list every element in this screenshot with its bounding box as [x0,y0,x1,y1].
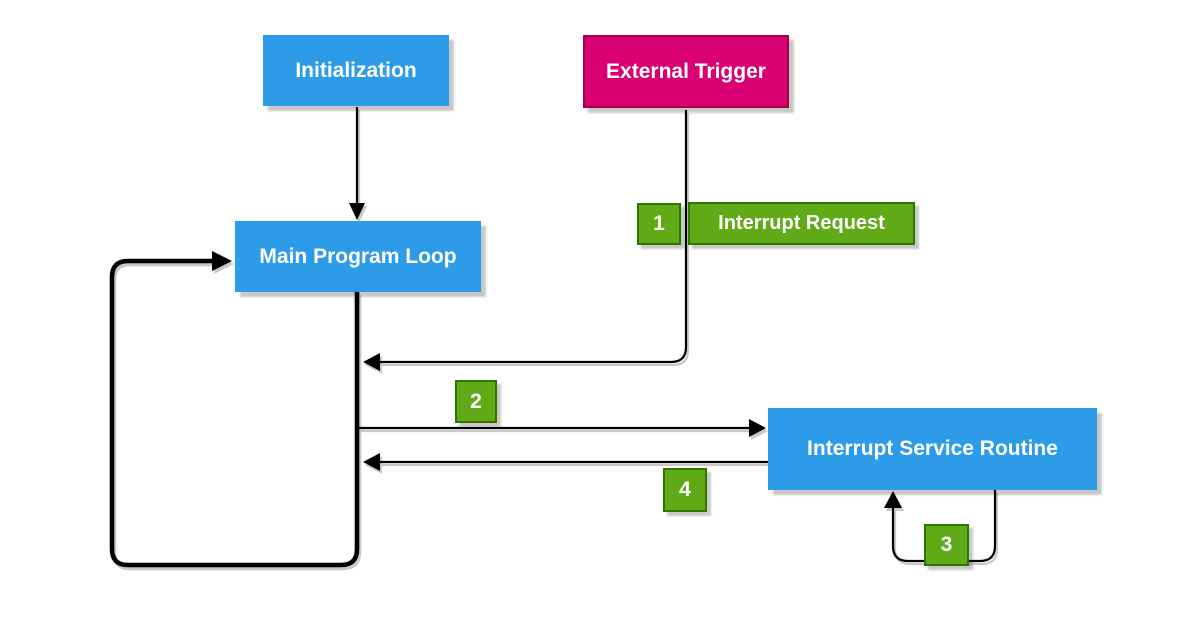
node-external-trigger[interactable]: External Trigger [583,35,789,108]
node-initialization[interactable]: Initialization [263,35,449,106]
node-interrupt-service-routine[interactable]: Interrupt Service Routine [768,408,1097,490]
edge-trigger-to-main [372,110,688,364]
node-main-program-loop-label: Main Program Loop [259,244,457,268]
step-badge-1[interactable]: 1 [637,203,681,245]
arrowhead-trigger-to-main [363,353,380,371]
step-badge-4[interactable]: 4 [663,468,707,512]
step-badge-3-number: 3 [940,533,953,556]
label-interrupt-request[interactable]: Interrupt Request [688,202,915,245]
step-badge-2-number: 2 [470,389,482,413]
arrowhead-init-to-main [349,203,365,220]
arrowhead-main-loop [212,251,232,271]
step-badge-2[interactable]: 2 [455,380,497,423]
edge-main-loop [109,258,360,568]
node-main-program-loop[interactable]: Main Program Loop [235,221,481,292]
node-interrupt-service-routine-label: Interrupt Service Routine [807,437,1058,460]
node-initialization-label: Initialization [295,58,417,82]
arrowhead-main-to-isr [749,419,766,437]
step-badge-4-number: 4 [679,478,691,501]
step-badge-3[interactable]: 3 [924,524,969,566]
label-interrupt-request-text: Interrupt Request [718,212,885,234]
step-badge-1-number: 1 [653,212,665,235]
node-external-trigger-label: External Trigger [606,59,766,83]
arrowhead-isr-to-main [363,453,380,471]
arrowhead-isr-self-loop [884,491,902,508]
